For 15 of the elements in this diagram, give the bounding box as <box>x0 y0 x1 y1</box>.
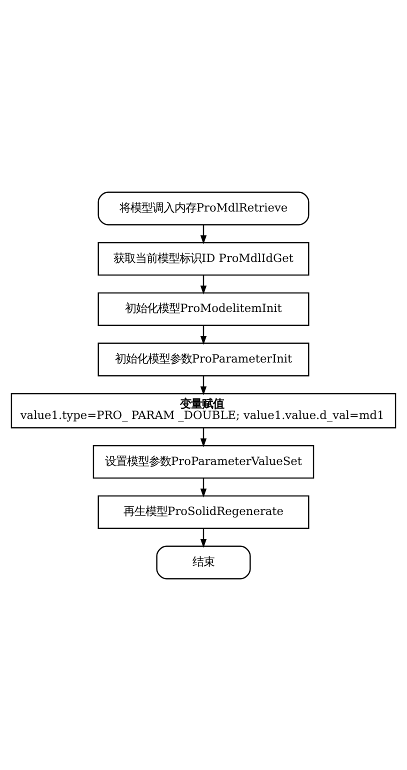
arrow <box>200 478 207 498</box>
node-box: 变量赋值 value1.type=PRO_ PARAM _DOUBLE; value1.value.d_val=md1 <box>10 392 396 428</box>
node-box: 设置模型参数ProParameterValueSet <box>92 444 314 478</box>
node-box: 结束 <box>156 545 251 579</box>
node-box: 初始化模型参数ProParameterInit <box>98 342 310 376</box>
node-box: 初始化模型ProModelitemInit <box>98 292 310 326</box>
arrow <box>200 376 207 395</box>
arrow <box>200 274 207 294</box>
arrow <box>200 427 207 447</box>
arrow <box>200 528 207 548</box>
node-box: 再生模型ProSolidRegenerate <box>98 494 310 529</box>
node-box: 将模型调入内存ProMdlRetrieve <box>98 191 310 225</box>
arrow <box>200 224 207 244</box>
node-box: 获取当前模型标识ID ProMdlIdGet <box>98 241 310 276</box>
arrow <box>200 325 207 344</box>
